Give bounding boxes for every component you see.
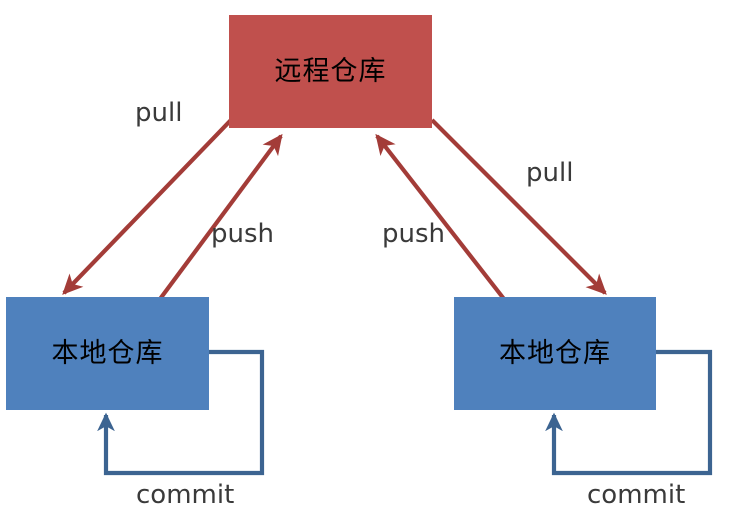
edge-commit-right <box>545 349 713 476</box>
node-local-repository-left[interactable]: 本地仓库 <box>6 297 209 410</box>
edge-pull-left <box>62 118 233 295</box>
edge-label-pull-right: pull <box>526 158 574 188</box>
edge-push-left <box>158 133 283 301</box>
edge-label-push-left: push <box>211 219 275 249</box>
edge-label-commit-left: commit <box>136 480 235 510</box>
edge-label-push-right: push <box>382 219 446 249</box>
node-local-repository-right-label: 本地仓库 <box>499 338 611 369</box>
edge-commit-left <box>97 349 265 476</box>
node-remote-repository[interactable]: 远程仓库 <box>229 15 432 128</box>
edge-push-right <box>375 133 506 301</box>
edge-label-commit-right: commit <box>587 480 686 510</box>
edge-label-pull-left: pull <box>135 98 183 128</box>
node-local-repository-left-label: 本地仓库 <box>51 338 164 369</box>
node-remote-repository-label: 远程仓库 <box>274 56 387 87</box>
node-local-repository-right[interactable]: 本地仓库 <box>454 297 656 410</box>
edge-pull-right <box>430 118 607 295</box>
